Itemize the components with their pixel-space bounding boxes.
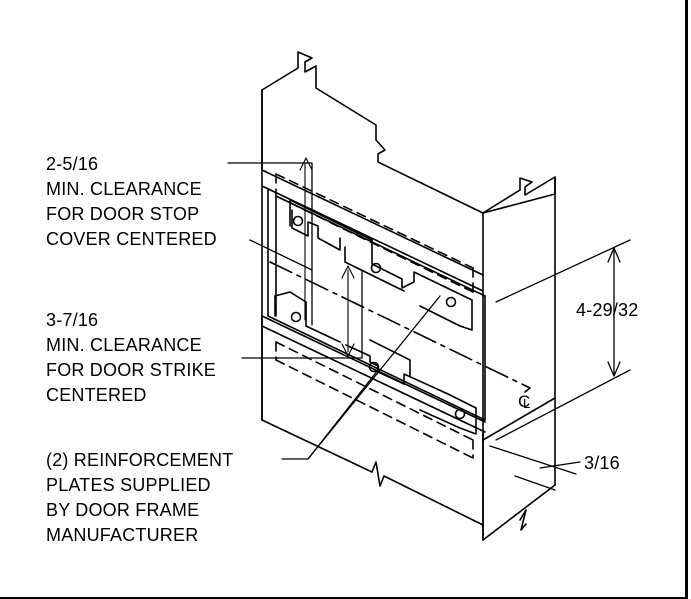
strike-clearance-callout: 3-7/16 MIN. CLEARANCE FOR DOOR STRIKE CE…: [46, 308, 216, 408]
stop-clearance-line-3: FOR DOOR STOP: [46, 204, 200, 224]
reinforcement-callout: (2) REINFORCEMENT PLATES SUPPLIED BY DOO…: [46, 448, 233, 548]
strike-clearance-line-4: CENTERED: [46, 385, 147, 405]
stop-clearance-line-1: 2-5/16: [46, 154, 99, 174]
height-dimension-label: 4-29/32: [576, 300, 639, 320]
lower-box: [261, 325, 556, 541]
lower-reinforcement-plate: [274, 291, 477, 435]
leader-lines: [227, 157, 631, 491]
reinforcement-line-2: PLATES SUPPLIED: [46, 475, 211, 495]
offset-dimension-label: 3/16: [584, 453, 620, 473]
stop-clearance-callout: 2-5/16 MIN. CLEARANCE FOR DOOR STOP COVE…: [46, 152, 217, 252]
centerline-c: C: [518, 392, 531, 411]
reinforcement-line-3: BY DOOR FRAME: [46, 500, 200, 520]
stop-clearance-line-2: MIN. CLEARANCE: [46, 179, 202, 199]
reinforcement-line-1: (2) REINFORCEMENT: [46, 450, 234, 470]
reinforcement-line-4: MANUFACTURER: [46, 525, 199, 545]
centerline-symbol: C L: [518, 392, 532, 415]
strike-clearance-line-3: FOR DOOR STRIKE: [46, 360, 217, 380]
centerline-l: L: [523, 396, 531, 411]
centerline-dash: [269, 261, 531, 393]
upper-panel: [267, 189, 486, 421]
middle-band: [261, 315, 486, 433]
frame-jamb-outline: [261, 51, 556, 541]
strike-clearance-line-2: MIN. CLEARANCE: [46, 335, 202, 355]
strike-clearance-line-1: 3-7/16: [46, 310, 99, 330]
upper-reinforcement-plate: [289, 199, 473, 331]
stop-clearance-line-4: COVER CENTERED: [46, 229, 217, 249]
